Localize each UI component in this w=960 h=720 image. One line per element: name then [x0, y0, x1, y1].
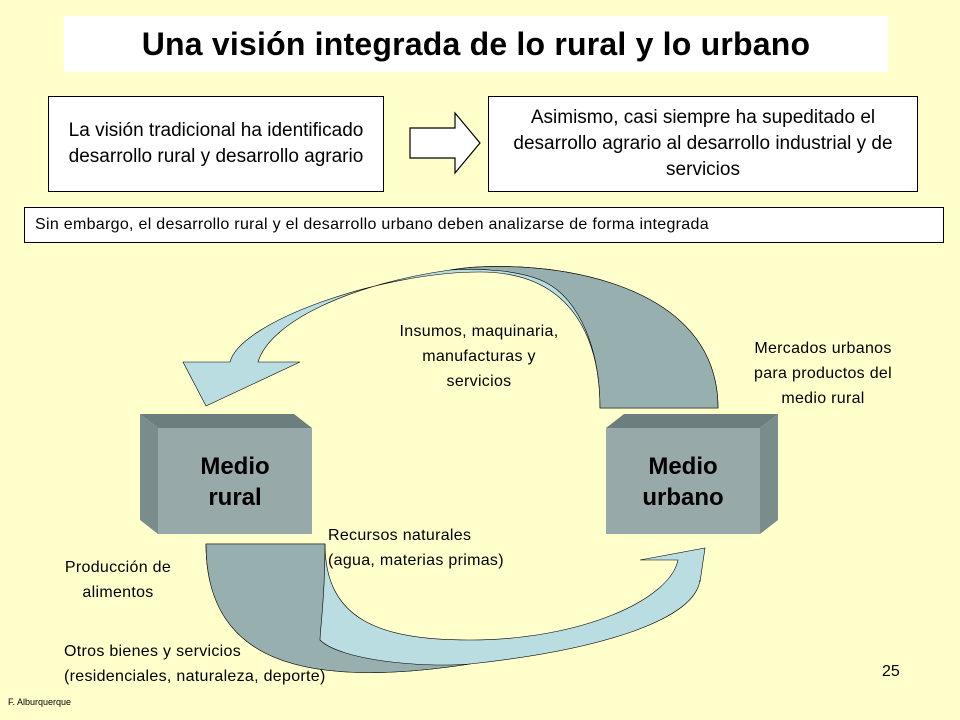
- urbano-cube-top: [606, 414, 778, 428]
- insumos-line3: servicios: [446, 373, 512, 390]
- mercados-line1: Mercados urbanos: [754, 340, 892, 357]
- medio-urbano-line2: urbano: [642, 484, 724, 511]
- right-arrow-icon: [409, 111, 481, 175]
- urbano-cube-front: [606, 428, 760, 534]
- mercados-label: Mercados urbanos para productos del medi…: [728, 336, 918, 411]
- title-box: Una visión integrada de lo rural y lo ur…: [64, 16, 888, 72]
- author-credit: F. Alburquerque: [8, 697, 72, 707]
- page-title: Una visión integrada de lo rural y lo ur…: [141, 25, 811, 62]
- integrated-view-text: Sin embargo, el desarrollo rural y el de…: [35, 216, 709, 233]
- produccion-label: Producción de alimentos: [38, 555, 198, 605]
- bottom-arrow-shade: [205, 543, 471, 673]
- subordination-text: Asimismo, casi siempre ha supeditado el …: [513, 107, 893, 180]
- medio-urbano-line1: Medio: [648, 453, 718, 480]
- mercados-line3: medio rural: [781, 390, 865, 407]
- produccion-line2: alimentos: [82, 584, 154, 601]
- urbano-cube-side: [760, 414, 778, 534]
- top-arrow-shade: [449, 266, 719, 409]
- medio-rural-label: Medio rural: [158, 451, 312, 513]
- rural-cube-top: [140, 414, 312, 428]
- medio-rural-cube: [140, 414, 312, 534]
- traditional-view-text: La visión tradicional ha identificado de…: [68, 120, 364, 167]
- otros-line2: (residenciales, naturaleza, deporte): [64, 668, 326, 685]
- produccion-line1: Producción de: [64, 559, 172, 576]
- recursos-line2: (agua, materias primas): [328, 552, 504, 569]
- otros-line1: Otros bienes y servicios: [64, 643, 242, 660]
- medio-rural-line1: Medio: [200, 453, 270, 480]
- insumos-line2: manufacturas y: [422, 348, 536, 365]
- medio-rural-line2: rural: [208, 484, 262, 511]
- insumos-label: Insumos, maquinaria, manufacturas y serv…: [376, 319, 582, 394]
- medio-urbano-cube: [606, 414, 778, 534]
- rural-cube-side: [140, 414, 158, 534]
- medio-urbano-label: Medio urbano: [606, 451, 760, 513]
- subordination-box: Asimismo, casi siempre ha supeditado el …: [488, 96, 918, 192]
- integrated-view-box: Sin embargo, el desarrollo rural y el de…: [24, 207, 944, 243]
- otros-label: Otros bienes y servicios (residenciales,…: [64, 639, 326, 689]
- mercados-line2: para productos del: [754, 365, 892, 382]
- recursos-label: Recursos naturales (agua, materias prima…: [328, 523, 504, 573]
- page-number: 25: [882, 663, 900, 680]
- traditional-view-box: La visión tradicional ha identificado de…: [48, 96, 384, 192]
- insumos-line1: Insumos, maquinaria,: [399, 323, 559, 340]
- rural-cube-front: [158, 428, 312, 534]
- recursos-line1: Recursos naturales: [328, 527, 472, 544]
